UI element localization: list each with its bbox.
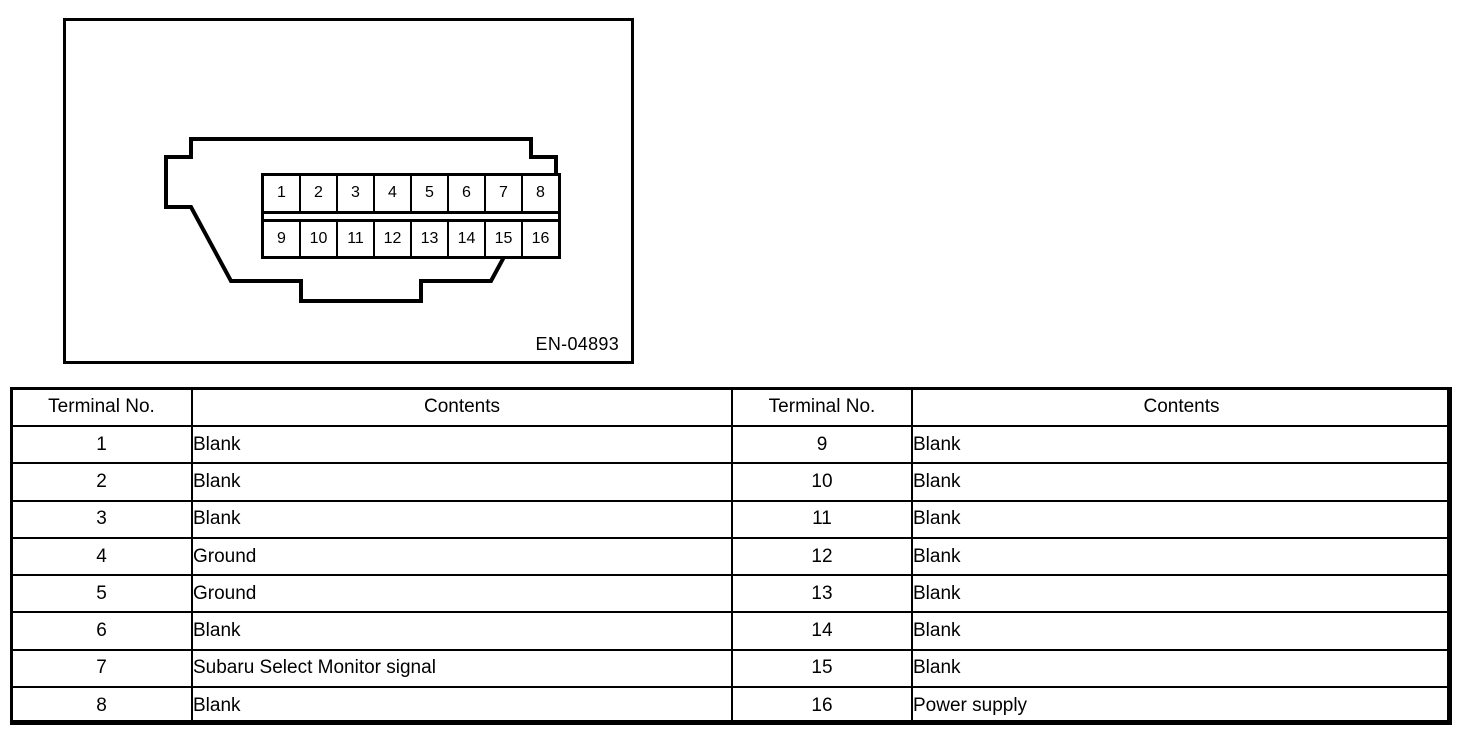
- table-body: 1 Blank 9 Blank 2 Blank 10 Blank 3 Blank…: [10, 424, 1452, 726]
- pin-cell-16: 16: [523, 221, 558, 256]
- table-row: 2 Blank 10 Blank: [10, 462, 1452, 502]
- table-row: 3 Blank 11 Blank: [10, 499, 1452, 539]
- cell-contents: Subaru Select Monitor signal: [191, 648, 733, 689]
- cell-contents: Blank: [191, 424, 733, 465]
- cell-contents: Blank: [911, 574, 1452, 614]
- header-terminal-no-right: Terminal No.: [731, 387, 913, 427]
- cell-terminal-no: 6: [10, 611, 193, 651]
- cell-terminal-no: 16: [731, 686, 913, 726]
- pin-cell-10: 10: [301, 221, 338, 256]
- pin-cell-15: 15: [486, 221, 523, 256]
- pin-cell-13: 13: [412, 221, 449, 256]
- cell-contents: Blank: [191, 499, 733, 539]
- pin-cell-5: 5: [412, 176, 449, 211]
- pin-cell-4: 4: [375, 176, 412, 211]
- cell-terminal-no: 5: [10, 574, 193, 614]
- cell-terminal-no: 4: [10, 536, 193, 577]
- pin-row-top: 1 2 3 4 5 6 7 8: [264, 176, 558, 214]
- cell-terminal-no: 15: [731, 648, 913, 689]
- pin-cell-11: 11: [338, 221, 375, 256]
- cell-contents: Blank: [191, 462, 733, 502]
- cell-contents: Power supply: [911, 686, 1452, 726]
- header-terminal-no-left: Terminal No.: [10, 387, 193, 427]
- cell-terminal-no: 11: [731, 499, 913, 539]
- cell-contents: Ground: [191, 536, 733, 577]
- header-contents-right: Contents: [911, 387, 1452, 427]
- table-row: 1 Blank 9 Blank: [10, 424, 1452, 465]
- cell-contents: Blank: [911, 536, 1452, 577]
- cell-terminal-no: 12: [731, 536, 913, 577]
- figure-code-label: EN-04893: [535, 334, 619, 354]
- cell-contents: Blank: [911, 648, 1452, 689]
- cell-terminal-no: 10: [731, 462, 913, 502]
- pin-cell-14: 14: [449, 221, 486, 256]
- connector-pin-grid: 1 2 3 4 5 6 7 8 9 10 11 12 13 14 15 16: [261, 173, 561, 259]
- cell-terminal-no: 3: [10, 499, 193, 539]
- terminal-table-container: Terminal No. Contents Terminal No. Conte…: [10, 387, 1452, 726]
- cell-terminal-no: 2: [10, 462, 193, 502]
- pin-row-divider: [264, 213, 558, 222]
- pin-cell-1: 1: [264, 176, 301, 211]
- cell-terminal-no: 7: [10, 648, 193, 689]
- table-header-row: Terminal No. Contents Terminal No. Conte…: [10, 387, 1452, 427]
- cell-contents: Ground: [191, 574, 733, 614]
- cell-contents: Blank: [191, 611, 733, 651]
- cell-terminal-no: 14: [731, 611, 913, 651]
- pin-cell-2: 2: [301, 176, 338, 211]
- cell-terminal-no: 13: [731, 574, 913, 614]
- pin-cell-3: 3: [338, 176, 375, 211]
- cell-contents: Blank: [911, 462, 1452, 502]
- table-row: 5 Ground 13 Blank: [10, 574, 1452, 614]
- cell-contents: Blank: [191, 686, 733, 726]
- connector-figure-box: 1 2 3 4 5 6 7 8 9 10 11 12 13 14 15 16 E…: [63, 18, 634, 364]
- header-contents-left: Contents: [191, 387, 733, 427]
- cell-terminal-no: 8: [10, 686, 193, 726]
- pin-cell-12: 12: [375, 221, 412, 256]
- terminal-table: Terminal No. Contents Terminal No. Conte…: [10, 387, 1452, 726]
- cell-terminal-no: 1: [10, 424, 193, 465]
- pin-cell-7: 7: [486, 176, 523, 211]
- cell-contents: Blank: [911, 424, 1452, 465]
- cell-terminal-no: 9: [731, 424, 913, 465]
- pin-cell-9: 9: [264, 221, 301, 256]
- cell-contents: Blank: [911, 611, 1452, 651]
- pin-cell-8: 8: [523, 176, 558, 211]
- table-row: 7 Subaru Select Monitor signal 15 Blank: [10, 648, 1452, 689]
- table-row: 6 Blank 14 Blank: [10, 611, 1452, 651]
- pin-row-bottom: 9 10 11 12 13 14 15 16: [264, 221, 558, 256]
- table-row: 4 Ground 12 Blank: [10, 536, 1452, 577]
- cell-contents: Blank: [911, 499, 1452, 539]
- table-row: 8 Blank 16 Power supply: [10, 686, 1452, 726]
- pin-cell-6: 6: [449, 176, 486, 211]
